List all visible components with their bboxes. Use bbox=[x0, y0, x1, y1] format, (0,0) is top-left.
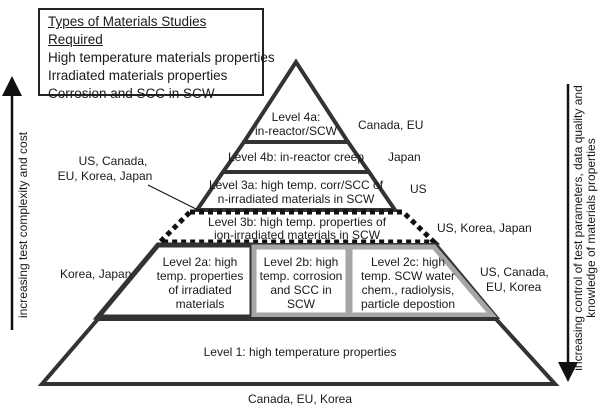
level-2c-label-line4: particle depostion bbox=[361, 297, 455, 311]
level-3b-pointer-line bbox=[147, 184, 201, 212]
level-2c-label-line1: Level 2c: high bbox=[371, 255, 445, 269]
level-2b-label-line1: Level 2b: high bbox=[264, 255, 339, 269]
legend-box: Types of Materials Studies Required High… bbox=[38, 8, 275, 101]
level-3b-countries-right: US, Korea, Japan bbox=[437, 221, 532, 235]
level-4a-label-line1: Level 4a: bbox=[272, 110, 321, 124]
level-3a-countries: US bbox=[410, 182, 427, 196]
level-1-countries: Canada, EU, Korea bbox=[248, 392, 352, 406]
legend-item: Corrosion and SCC in SCW bbox=[48, 86, 215, 101]
level-2c-label-line2: temp. SCW water bbox=[361, 269, 455, 283]
level-4b-countries: Japan bbox=[388, 150, 421, 164]
level-3b-label-line2: ion-irradiated materials in SCW bbox=[214, 228, 381, 242]
level-2c-label-line3: chem., radiolysis, bbox=[362, 283, 455, 297]
legend-title: Types of Materials Studies Required bbox=[48, 14, 207, 47]
level-2c-shape bbox=[347, 244, 498, 318]
level-3a-label-line2: n-irradiated materials in SCW bbox=[218, 192, 375, 206]
level-4a-countries: Canada, EU bbox=[358, 118, 423, 132]
level-3b-countries-left-line1: US, Canada, bbox=[79, 154, 148, 168]
legend-item: Irradiated materials properties bbox=[48, 68, 228, 83]
right-axis-label-line1: increasing control of test parameters, d… bbox=[571, 85, 585, 371]
level-3a-shape bbox=[193, 170, 399, 212]
level-3b-shape bbox=[153, 209, 441, 245]
level-2a-label-line1: Level 2a: high bbox=[163, 255, 238, 269]
level-2b-label-line3: and SCC in bbox=[270, 283, 331, 297]
level-2b-label-line4: SCW bbox=[287, 297, 316, 311]
level-1-label: Level 1: high temperature properties bbox=[204, 345, 397, 359]
level-3b-label-line1: Level 3b: high temp. properties of bbox=[208, 215, 387, 229]
level-2a-countries: Korea, Japan bbox=[60, 267, 131, 281]
level-2a-label-line4: materials bbox=[176, 297, 225, 311]
level-2c-countries-line2: EU, Korea bbox=[486, 280, 542, 294]
level-2a-label-line2: temp. properties bbox=[157, 269, 244, 283]
level-2c-countries-line1: US, Canada, bbox=[480, 265, 549, 279]
left-axis-label: increasing test complexity and cost bbox=[16, 131, 30, 318]
right-axis-label-line2: knowledge of materials properties bbox=[584, 138, 598, 317]
level-4b-label: Level 4b: in-reactor creep bbox=[228, 150, 364, 164]
level-4a-label-line2: in-reactor/SCW bbox=[255, 124, 338, 138]
level-1-shape bbox=[37, 317, 560, 386]
level-2a-label-line3: of irradiated bbox=[168, 283, 231, 297]
level-2b-label-line2: temp. corrosion bbox=[260, 269, 343, 283]
level-3a-label-line1: Level 3a: high temp. corr/SCC of bbox=[209, 178, 384, 192]
level-3b-countries-left-line2: EU, Korea, Japan bbox=[58, 169, 153, 183]
legend-item: High temperature materials properties bbox=[48, 50, 275, 65]
